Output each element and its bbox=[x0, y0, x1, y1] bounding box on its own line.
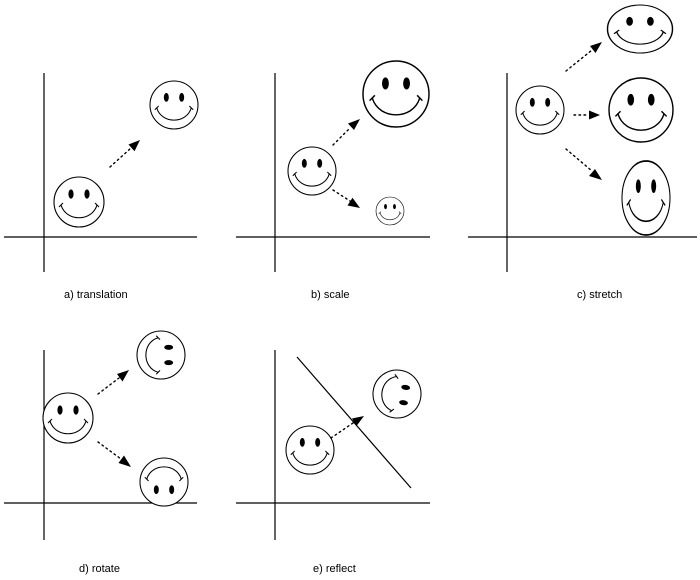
panel-scale bbox=[236, 60, 430, 272]
translation-moved-face-icon bbox=[149, 80, 199, 130]
panel-translation bbox=[4, 73, 199, 272]
stretch-wide-face-icon bbox=[606, 4, 674, 54]
reflect-mirrored-face-icon bbox=[372, 369, 422, 419]
scale-up-arrow bbox=[332, 119, 360, 146]
stretch-up-arrow bbox=[565, 42, 602, 72]
rotate-half-turn-face-icon bbox=[139, 457, 189, 507]
rotate-original-face-icon bbox=[42, 392, 94, 444]
stretch-uniform-face-icon bbox=[608, 77, 674, 143]
caption-rotate: d) rotate bbox=[79, 563, 120, 575]
panel-stretch bbox=[468, 4, 697, 272]
scale-enlarged-face-icon bbox=[362, 60, 430, 128]
caption-translation: a) translation bbox=[64, 289, 128, 301]
translation-arrow bbox=[109, 140, 140, 168]
rotate-quarter-turn-face-icon bbox=[136, 330, 186, 380]
reflect-mirror-line bbox=[296, 356, 412, 489]
scale-reduced-face-icon bbox=[375, 196, 405, 226]
reflect-arrow bbox=[330, 416, 364, 439]
stretch-original-face-icon bbox=[515, 85, 565, 135]
rotate-up-arrow bbox=[97, 370, 129, 395]
caption-scale: b) scale bbox=[311, 289, 350, 301]
panel-rotate bbox=[4, 330, 197, 540]
caption-stretch: c) stretch bbox=[577, 289, 623, 301]
panel-reflect bbox=[236, 350, 430, 540]
scale-down-arrow bbox=[332, 189, 360, 208]
stretch-right-arrow bbox=[573, 110, 600, 120]
scale-original-face-icon bbox=[287, 146, 337, 196]
caption-reflect: e) reflect bbox=[313, 563, 356, 575]
reflect-original-face-icon bbox=[285, 425, 335, 475]
stretch-tall-face-icon bbox=[621, 160, 671, 236]
translation-original-face-icon bbox=[53, 176, 105, 228]
stretch-down-arrow bbox=[565, 148, 602, 180]
rotate-down-arrow bbox=[97, 441, 131, 467]
